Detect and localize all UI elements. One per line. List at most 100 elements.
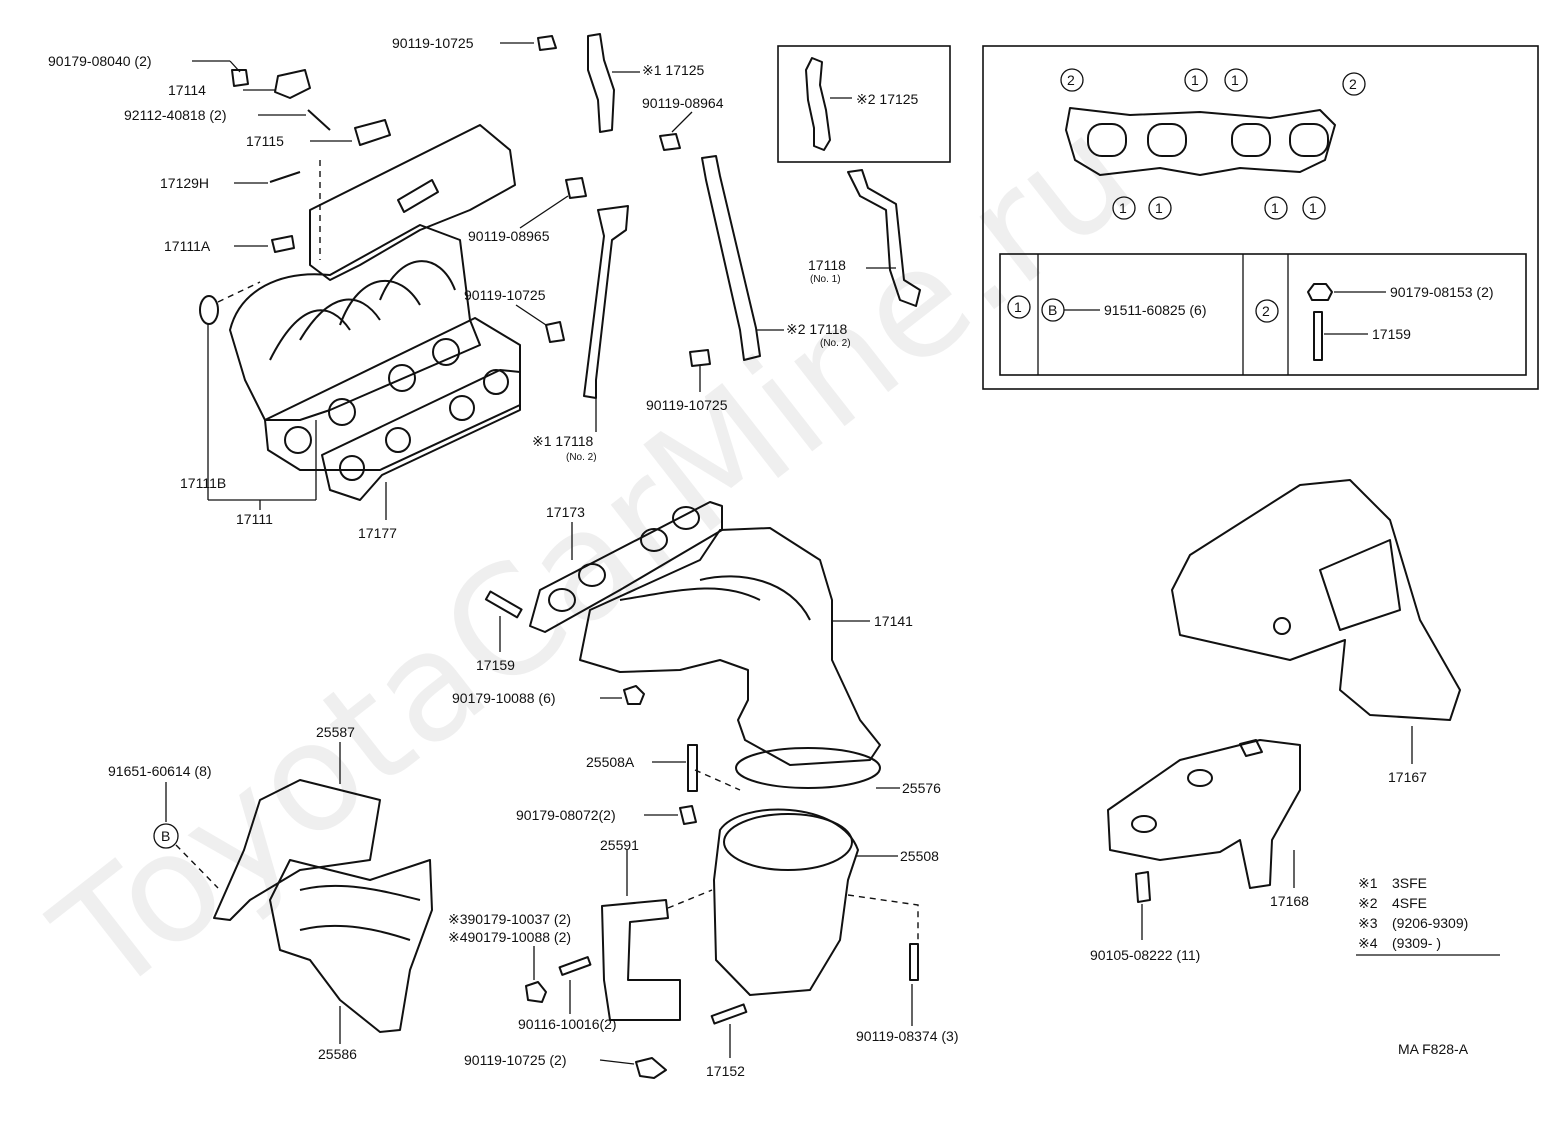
bolt-90119-08374: [909, 943, 919, 981]
label-25586: 25586: [318, 1046, 357, 1062]
label-90119-08965: 90119-08965: [468, 228, 550, 244]
legend-text: (9309- ): [1392, 935, 1441, 951]
marker-circle: 1: [1231, 72, 1239, 88]
label-25591: 25591: [600, 837, 639, 853]
legend-mark: ※1: [1358, 875, 1378, 891]
label-90179-10037: ※390179-10037 (2): [448, 911, 571, 927]
label-90105-08222: 90105-08222 (11): [1090, 947, 1200, 963]
label-92112-40818: 92112-40818 (2): [124, 107, 226, 123]
label-17115: 17115: [246, 133, 284, 149]
label-17177: 17177: [358, 525, 397, 541]
stud-17159: [484, 590, 523, 619]
legend-mark: ※3: [1358, 915, 1378, 931]
legend-text: 4SFE: [1392, 895, 1427, 911]
inset-circle-markers: 2 1 1 2 1 1 1 1: [1060, 68, 1366, 220]
gasket-inset-drawing: [1065, 107, 1336, 176]
label-25587: 25587: [316, 724, 355, 740]
label-90119-10725-top: 90119-10725: [392, 35, 474, 51]
label-17118-no2-1: ※1 17118: [532, 433, 594, 449]
bolt-90105: [1135, 871, 1151, 903]
gasket-17115: [354, 119, 391, 146]
label-91651-60614: 91651-60614 (8): [108, 763, 212, 779]
gasket-17173: [529, 501, 723, 633]
marker-circle: 1: [1191, 72, 1199, 88]
table-circle-1: 1: [1014, 299, 1022, 315]
label-17111b: 17111B: [180, 475, 226, 491]
label-25508: 25508: [900, 848, 939, 864]
stud-icon: [1313, 311, 1323, 361]
label-no2-a: (No. 2): [566, 452, 597, 463]
seal-17111b: [199, 295, 219, 325]
label-17125-1: ※1 17125: [642, 62, 705, 78]
marker-circle: 1: [1155, 200, 1163, 216]
stay-17118-no2-1: [583, 205, 629, 399]
label-90179-08072: 90179-08072(2): [516, 807, 616, 823]
bolt-icon: [689, 349, 711, 367]
insulator-17167: [1171, 479, 1461, 721]
bolt-icon: [659, 133, 681, 151]
label-17111: 17111: [236, 511, 273, 527]
gasket-inset-box: [982, 45, 1539, 390]
valve-17114: [274, 69, 311, 99]
bolt-icon: [635, 1057, 667, 1079]
table-part-17159: 17159: [1372, 326, 1411, 342]
nut-icon: [679, 805, 697, 825]
watermark: ToyotaCarMine.ru: [24, 84, 1165, 1028]
bracket-25591: [601, 899, 681, 1021]
label-90119-10725-mid: 90119-10725: [464, 287, 546, 303]
label-17167: 17167: [1388, 769, 1427, 785]
stay-17118-no2-2: [701, 155, 761, 361]
table-part-91511: 91511-60825 (6): [1104, 302, 1206, 318]
legend: ※1 3SFE ※2 4SFE ※3 (9206-9309) ※4 (9309-…: [1356, 875, 1500, 956]
b-circle-marker: B: [161, 828, 170, 844]
label-17118-no1: 17118: [808, 257, 846, 273]
inset-table: [999, 253, 1527, 376]
label-17152: 17152: [706, 1063, 745, 1079]
nut-icon: [525, 981, 547, 1003]
label-90119-08964: 90119-08964: [642, 95, 724, 111]
stud-90116: [558, 956, 592, 976]
legend-text: (9206-9309): [1392, 915, 1468, 931]
insulator-25587: [213, 779, 381, 921]
label-17125-2: ※2 17125: [856, 91, 919, 107]
nut-icon: [1307, 283, 1333, 301]
exhaust-manifold-17141: [579, 527, 881, 766]
nut-icon: [623, 685, 645, 705]
bolt-icon: [545, 321, 565, 343]
label-90116-10016: 90116-10016(2): [518, 1016, 617, 1032]
insulator-25586: [269, 859, 433, 1033]
label-90119-08374: 90119-08374 (3): [856, 1028, 958, 1044]
stay-17125-1: [587, 33, 615, 133]
marker-circle: 1: [1271, 200, 1279, 216]
label-17141: 17141: [874, 613, 913, 629]
inset-17125-box: [777, 45, 951, 163]
label-25576: 25576: [902, 780, 941, 796]
label-no2-b: (No. 2): [820, 338, 851, 349]
legend-text: 3SFE: [1392, 875, 1427, 891]
table-circle-b: B: [1048, 302, 1057, 318]
stay-17118-no1: [847, 169, 921, 307]
insulator-17168: [1107, 739, 1301, 889]
label-17159: 17159: [476, 657, 515, 673]
gasket-25576: [735, 747, 881, 789]
bolt-icon: [537, 35, 557, 51]
label-90119-10725-bot: 90119-10725 (2): [464, 1052, 566, 1068]
label-90179-10088b: ※490179-10088 (2): [448, 929, 571, 945]
diagram-code: MA F828-A: [1398, 1041, 1469, 1057]
legend-mark: ※4: [1358, 935, 1378, 951]
marker-circle: 1: [1309, 200, 1317, 216]
bracket-17125-2: [805, 57, 831, 151]
label-17129h: 17129H: [160, 175, 209, 191]
intake-manifold-drawing: [229, 124, 521, 501]
stud-17152: [710, 1003, 748, 1025]
label-17111a: 17111A: [164, 238, 211, 254]
bolt-icon: [231, 69, 249, 87]
legend-mark: ※2: [1358, 895, 1378, 911]
label-90179-10088: 90179-10088 (6): [452, 690, 556, 706]
table-part-90179-08153: 90179-08153 (2): [1390, 284, 1494, 300]
marker-circle: 1: [1119, 200, 1127, 216]
label-17114: 17114: [168, 82, 206, 98]
stud-25508a: [687, 744, 698, 792]
